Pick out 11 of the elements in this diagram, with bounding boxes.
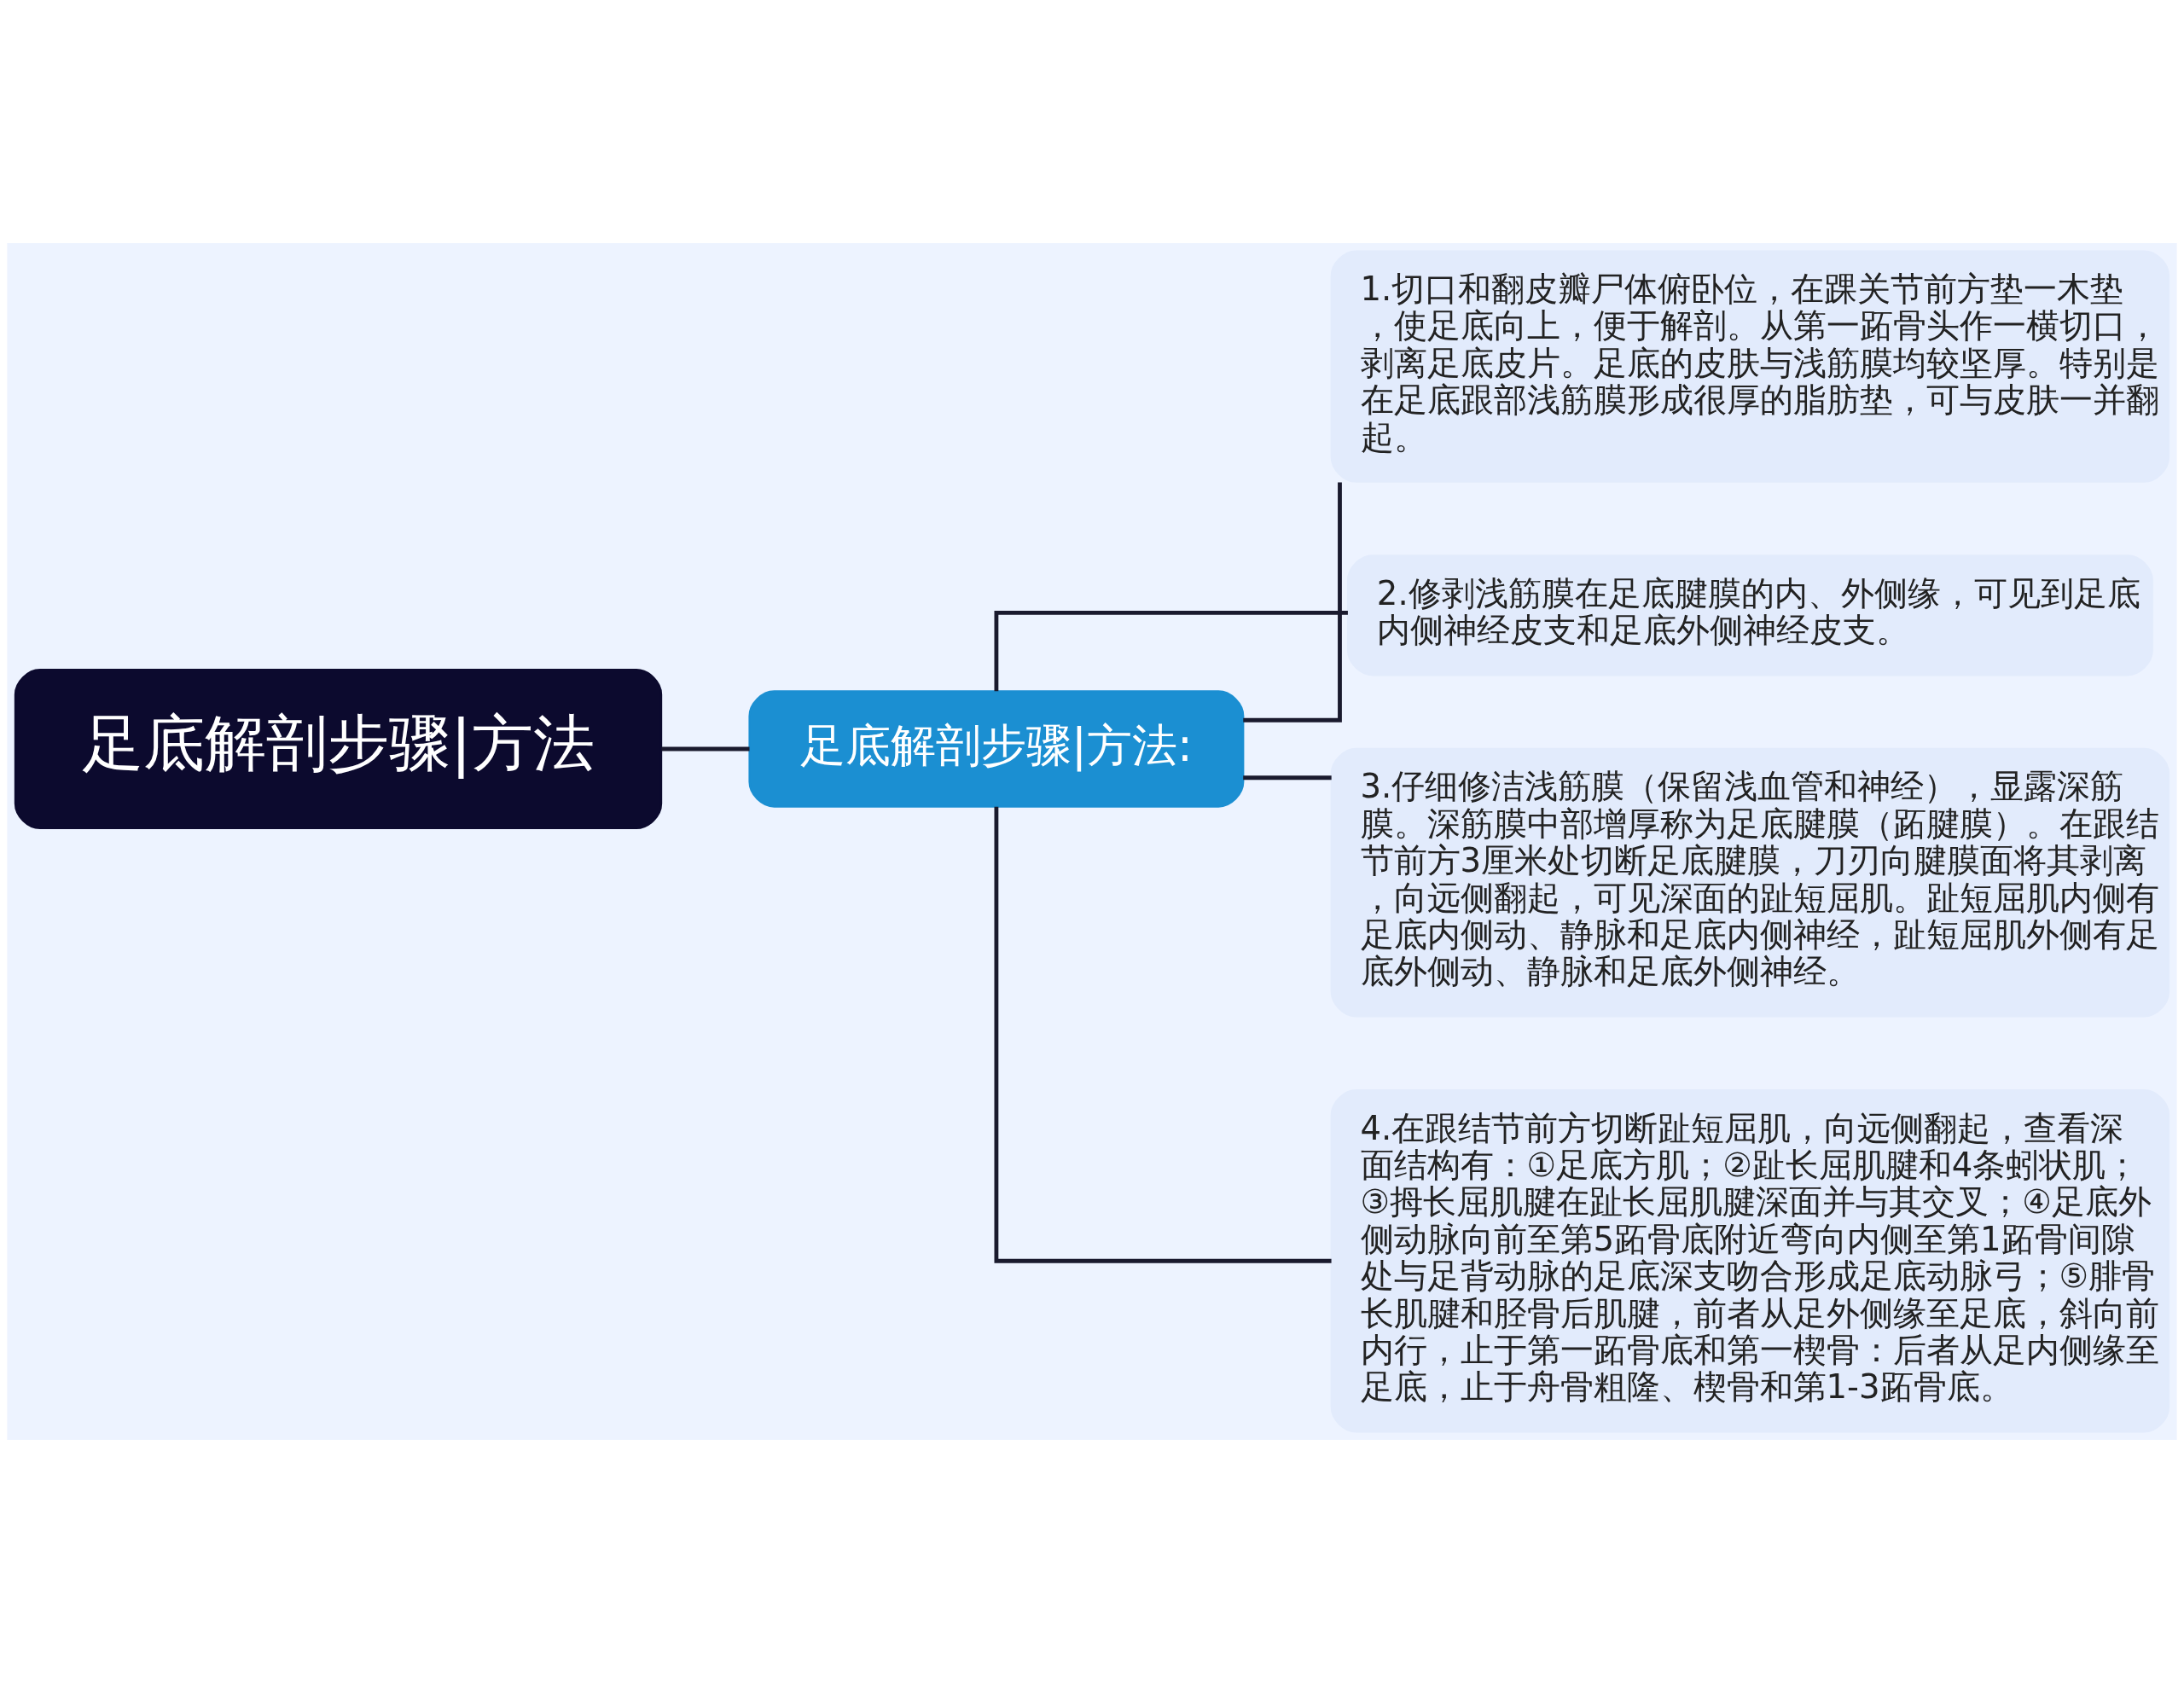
- connector: [1243, 482, 1342, 723]
- node-box: 1.切口和翻皮瓣尸体俯卧位，在踝关节前方垫一木垫，使足底向上，便于解剖。从第一跖骨头作一横切口，剥离足底皮片。足底的皮肤与浅筋膜均较坚厚。特别是在足底跟部浅筋膜形成很厚的脂肪垫，可与皮肤一并翻起。: [1330, 250, 2170, 483]
- node-box: 足底解剖步骤|方法:: [748, 690, 1245, 808]
- connector: [994, 806, 1332, 1263]
- node-box: 2.修剥浅筋膜在足底腱膜的内、外侧缘，可见到足底内侧神经皮支和足底外侧神经皮支。: [1346, 554, 2153, 676]
- node-box: 足底解剖步骤|方法: [14, 669, 663, 830]
- connector: [661, 746, 750, 752]
- connector: [994, 610, 1348, 692]
- node-box: 4.在跟结节前方切断趾短屈肌，向远侧翻起，查看深面结构有：①足底方肌；②趾长屈肌腱和4条蚓状肌；③拇长屈肌腱在趾长屈肌腱深面并与其交叉；④足底外侧动脉向前至第5跖骨底附近弯向内侧至第1跖骨间隙处与足背动脉的足底深支吻合形成足底动脉弓；⑤腓骨长肌腱和胫骨后肌腱，前者从足外侧缘至足底，斜向前内行，止于第一跖骨底和第一楔骨：后者从足内侧缘至足底，止于舟骨粗隆、楔骨和第1-3跖骨底。: [1330, 1089, 2170, 1433]
- connector: [1243, 775, 1332, 781]
- node-box: 3.仔细修洁浅筋膜（保留浅血管和神经），显露深筋膜。深筋膜中部增厚称为足底腱膜（跖腱膜）。在跟结节前方3厘米处切断足底腱膜，刀刃向腱膜面将其剥离，向远侧翻起，可见深面的趾短屈肌。趾短屈肌内侧有足底内侧动、静脉和足底内侧神经，趾短屈肌外侧有足底外侧动、静脉和足底外侧神经。: [1330, 747, 2170, 1018]
